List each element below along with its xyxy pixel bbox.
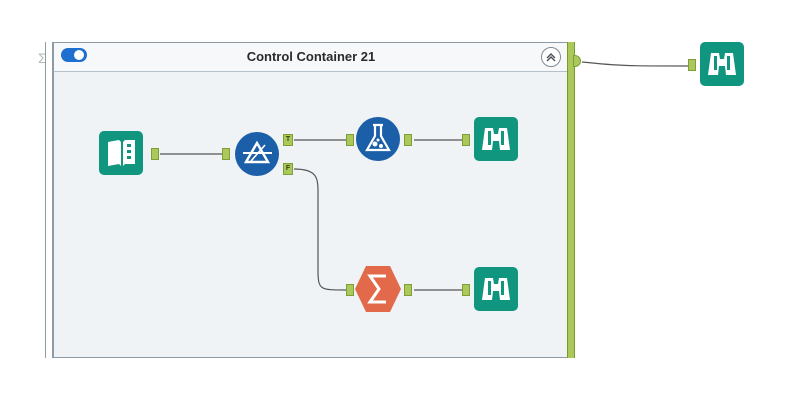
container-sigma-mark: Σ bbox=[38, 50, 47, 66]
browse-tool-true[interactable] bbox=[474, 117, 518, 161]
filter-true-anchor[interactable]: T bbox=[283, 134, 293, 146]
filter-false-anchor[interactable]: F bbox=[283, 163, 293, 175]
chevron-up-icon bbox=[546, 53, 556, 62]
container-header[interactable] bbox=[53, 42, 569, 72]
browse-icon bbox=[474, 117, 518, 161]
browse-summarize-input-anchor[interactable] bbox=[462, 284, 470, 296]
formula-input-anchor[interactable] bbox=[346, 134, 354, 146]
summarize-tool[interactable] bbox=[355, 266, 401, 312]
input-data-output-anchor[interactable] bbox=[151, 148, 159, 160]
summarize-icon bbox=[355, 266, 401, 312]
filter-tool[interactable] bbox=[234, 131, 279, 176]
browse-outside-input-anchor[interactable] bbox=[688, 59, 696, 71]
toggle-knob bbox=[74, 50, 84, 60]
summarize-input-anchor[interactable] bbox=[346, 284, 354, 296]
browse-tool-outside[interactable] bbox=[700, 42, 744, 86]
input-data-tool[interactable] bbox=[99, 131, 143, 175]
browse-true-input-anchor[interactable] bbox=[462, 134, 470, 146]
container-title: Control Container 21 bbox=[246, 49, 376, 64]
formula-output-anchor[interactable] bbox=[404, 134, 412, 146]
formula-icon bbox=[356, 117, 400, 161]
collapse-button[interactable] bbox=[541, 47, 561, 67]
container-output-anchor[interactable] bbox=[573, 55, 581, 67]
formula-tool[interactable] bbox=[355, 116, 400, 161]
browse-icon bbox=[474, 267, 518, 311]
summarize-output-anchor[interactable] bbox=[404, 284, 412, 296]
container-left-rail bbox=[45, 42, 53, 358]
connection-container-to-browse bbox=[581, 61, 689, 67]
connection-filter-false-to-summarize bbox=[293, 168, 347, 291]
browse-icon bbox=[700, 42, 744, 86]
browse-tool-summarize[interactable] bbox=[474, 267, 518, 311]
filter-icon bbox=[235, 132, 279, 176]
filter-input-anchor[interactable] bbox=[222, 148, 230, 160]
input-data-icon bbox=[99, 131, 143, 175]
container-output-rail[interactable] bbox=[567, 42, 575, 358]
